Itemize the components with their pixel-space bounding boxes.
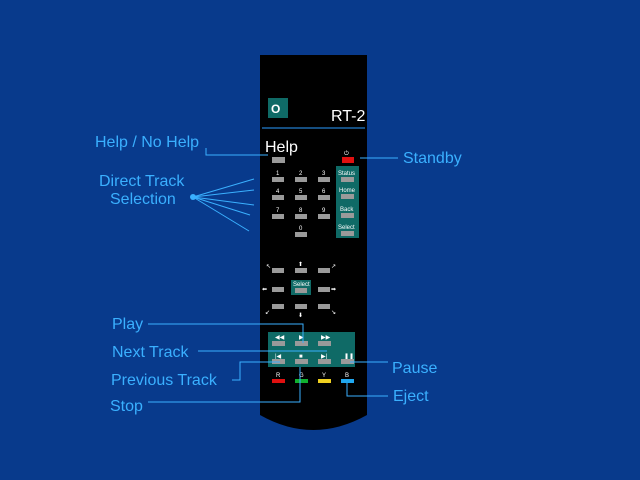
direct-track-callout-2: Selection (110, 191, 176, 208)
nav-down-right-button[interactable] (318, 304, 330, 309)
brand-logo-glyph: O (271, 102, 280, 116)
digit-label: 9 (322, 208, 326, 214)
select-button[interactable] (295, 288, 307, 293)
direct-track-callout-1: Direct Track (99, 173, 185, 190)
side-select-button[interactable] (341, 231, 354, 236)
digit-label: 7 (276, 208, 280, 214)
play-button[interactable] (295, 341, 308, 346)
digit-label: 8 (299, 208, 303, 214)
arrow-right-icon: ➡ (331, 287, 336, 293)
side-button-label: Status (338, 171, 355, 177)
side-button-label: Home (339, 188, 356, 194)
next-track-button[interactable] (318, 359, 331, 364)
digit-button-5[interactable] (295, 195, 307, 200)
home-button[interactable] (341, 194, 354, 199)
digit-button-7[interactable] (272, 214, 284, 219)
next-track-callout: Next Track (112, 344, 189, 361)
arrow-left-icon: ⬅ (262, 287, 267, 293)
select-label: Select (293, 282, 310, 288)
digit-button-4[interactable] (272, 195, 284, 200)
digit-label: 0 (299, 226, 303, 232)
play-callout-line (148, 323, 304, 343)
digit-button-8[interactable] (295, 214, 307, 219)
nav-up-right-button[interactable] (318, 268, 330, 273)
rewind-button[interactable] (272, 341, 285, 346)
side-button-label: Select (338, 225, 355, 231)
previous-track-callout: Previous Track (111, 372, 218, 389)
stop-icon: ■ (299, 354, 303, 360)
help-callout-line (205, 148, 268, 156)
nav-up-button[interactable] (295, 268, 307, 273)
nav-left-button[interactable] (272, 287, 284, 292)
help-label: Help (265, 139, 298, 156)
nav-up-left-button[interactable] (272, 268, 284, 273)
power-icon: ⏻ (344, 150, 349, 157)
nav-down-left-button[interactable] (272, 304, 284, 309)
arrow-up-icon: ⬆ (298, 261, 303, 268)
digit-button-0[interactable] (295, 232, 307, 237)
red-key-button[interactable] (272, 379, 285, 383)
pause-callout: Pause (392, 360, 437, 377)
digit-pad: 1 2 3 4 5 6 7 8 9 0 (272, 171, 330, 237)
standby-button[interactable] (342, 157, 354, 163)
stop-callout-line (148, 367, 301, 403)
digit-label: 2 (299, 171, 303, 177)
nav-down-button[interactable] (295, 304, 307, 309)
play-icon: ▶ (299, 335, 304, 341)
side-button-panel (336, 166, 359, 238)
arrow-down-icon: ⬇ (298, 312, 303, 319)
arrow-down-left-icon: ↙ (265, 310, 270, 316)
pause-icon: ❚❚ (344, 353, 354, 360)
color-key-label-b: B (345, 373, 349, 379)
pause-button[interactable] (341, 359, 354, 364)
arrow-up-right-icon: ↗ (331, 264, 336, 270)
eject-callout: Eject (393, 388, 429, 405)
next-track-icon: ▶| (321, 354, 328, 360)
green-key-button[interactable] (295, 379, 308, 383)
side-button-label: Back (340, 207, 354, 213)
digit-label: 1 (276, 171, 280, 177)
digit-button-9[interactable] (318, 214, 330, 219)
standby-callout: Standby (403, 150, 462, 167)
blue-key-button[interactable] (341, 379, 354, 383)
nav-right-button[interactable] (318, 287, 330, 292)
fast-forward-icon: ▶▶ (321, 335, 331, 341)
rewind-icon: ◀◀ (275, 335, 285, 341)
eject-callout-line (346, 383, 388, 397)
digit-button-2[interactable] (295, 177, 307, 182)
fast-forward-button[interactable] (318, 341, 331, 346)
yellow-key-button[interactable] (318, 379, 331, 383)
help-button[interactable] (272, 157, 285, 163)
arrow-down-right-icon: ↘ (331, 310, 336, 316)
digit-button-3[interactable] (318, 177, 330, 182)
direct-track-callout-lines (190, 178, 255, 232)
color-key-label-r: R (276, 373, 281, 379)
color-key-label-y: Y (322, 373, 326, 379)
arrow-up-left-icon: ↖ (266, 264, 271, 270)
previous-track-icon: |◀ (275, 354, 282, 360)
status-button[interactable] (341, 177, 354, 182)
digit-label: 6 (322, 189, 326, 195)
digit-button-1[interactable] (272, 177, 284, 182)
play-callout: Play (112, 316, 143, 333)
digit-label: 5 (299, 189, 303, 195)
back-button[interactable] (341, 213, 354, 218)
digit-label: 3 (322, 171, 326, 177)
digit-button-6[interactable] (318, 195, 330, 200)
help-callout: Help / No Help (95, 134, 199, 151)
color-key-label-g: G (299, 373, 304, 379)
model-label: RT-2 (331, 108, 365, 125)
stop-callout: Stop (110, 398, 143, 415)
brand-logo (268, 98, 288, 118)
stop-button[interactable] (295, 359, 308, 364)
previous-track-callout-line (232, 361, 280, 381)
digit-label: 4 (276, 189, 280, 195)
nav-pad: ↖ ⬆ ↗ ⬅ Select ➡ ↙ ⬇ ↘ (262, 261, 336, 319)
